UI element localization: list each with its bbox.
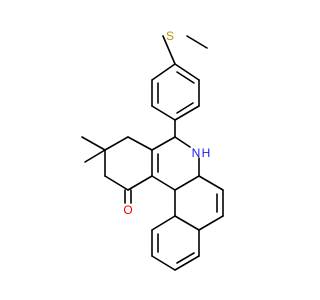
bond (104, 136, 129, 151)
molecule-structure: S N H O (81, 29, 224, 271)
bond (104, 175, 129, 191)
bond (174, 63, 200, 81)
bond (81, 136, 106, 151)
bond (174, 255, 200, 271)
bond (186, 35, 208, 49)
bond (127, 175, 153, 191)
bond-lines (81, 35, 224, 271)
bond (151, 105, 176, 121)
atom-labels: S N H O (123, 29, 210, 217)
bond (176, 252, 195, 264)
nitrogen-label: N (192, 146, 201, 160)
bond (84, 149, 106, 163)
bond (151, 63, 176, 81)
bond (174, 105, 200, 121)
bond (151, 136, 176, 151)
bond (162, 35, 176, 65)
bond (151, 255, 176, 271)
bond (127, 136, 153, 151)
bond (151, 175, 176, 191)
bond (198, 215, 224, 231)
bond (174, 175, 200, 191)
bond (174, 215, 200, 231)
bond (151, 215, 176, 231)
hydrogen-label: H (202, 146, 211, 160)
sulfur-label: S (166, 29, 174, 43)
bond (198, 175, 224, 191)
oxygen-label: O (123, 203, 132, 217)
molecule-canvas: S N H O (81, 29, 224, 271)
bond (174, 136, 191, 148)
bond (176, 71, 195, 84)
bond (176, 102, 194, 114)
